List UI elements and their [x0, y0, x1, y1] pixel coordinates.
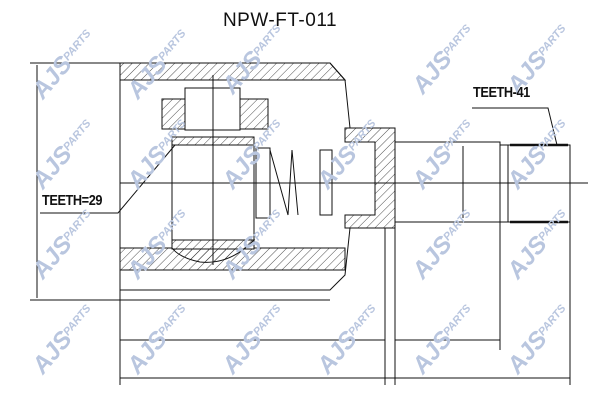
housing-neck-hatch — [344, 127, 396, 229]
shaft — [394, 141, 501, 223]
leader-teeth-right — [472, 107, 558, 146]
part-number-title: NPW-FT-011 — [222, 10, 338, 31]
teeth-count-shaft-label: TEETH-41 — [473, 84, 530, 101]
teeth-count-inner-label: TEETH=29 — [42, 192, 103, 209]
housing-hatch-top — [119, 62, 347, 81]
leader-teeth-left — [40, 144, 176, 214]
housing-hatch-bottom — [119, 247, 346, 271]
